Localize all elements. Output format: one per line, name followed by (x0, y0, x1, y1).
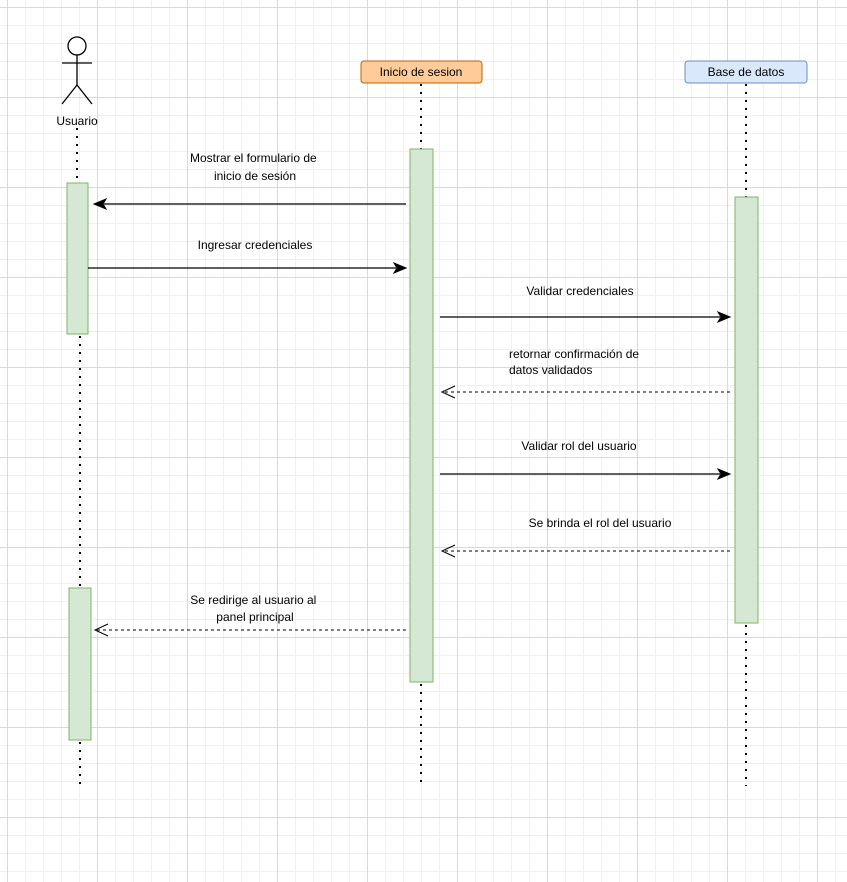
message-label: Mostrar el formulario de inicio de sesió… (190, 151, 320, 183)
message-label: retornar confirmación de datos validados (509, 347, 642, 377)
message-validar-rol[interactable]: Validar rol del usuario (440, 439, 732, 481)
message-label: Se brinda el rol del usuario (529, 516, 672, 530)
message-label: Validar rol del usuario (521, 439, 636, 453)
participant-box (360, 60, 483, 84)
actor-figure-icon (61, 36, 93, 105)
participant-label: Base de datos (708, 65, 785, 79)
message-ingresar-credenciales[interactable]: Ingresar credenciales (88, 238, 408, 275)
activation-bar-usuario-1[interactable] (66, 182, 89, 335)
message-se-brinda-rol[interactable]: Se brinda el rol del usuario (440, 516, 730, 558)
participant-inicio-de-sesion[interactable]: Inicio de sesion (360, 60, 483, 84)
message-label: Ingresar credenciales (198, 238, 313, 252)
message-validar-credenciales[interactable]: Validar credenciales (440, 284, 732, 324)
activation-bar-usuario-2[interactable] (68, 587, 92, 741)
lifeline-usuario (76, 128, 81, 786)
arrowhead-open-icon (440, 385, 456, 399)
message-label: Validar credenciales (526, 284, 633, 298)
participant-label: Inicio de sesion (380, 65, 463, 79)
message-mostrar-formulario[interactable]: Mostrar el formulario de inicio de sesió… (92, 151, 406, 211)
arrowhead-filled-icon (92, 197, 108, 211)
arrowhead-open-icon (440, 544, 456, 558)
participant-box (684, 60, 808, 84)
message-retornar-confirmacion[interactable]: retornar confirmación de datos validados (440, 347, 730, 399)
arrowhead-open-icon (93, 623, 109, 637)
arrowhead-filled-icon (716, 467, 732, 481)
participant-base-de-datos[interactable]: Base de datos (684, 60, 808, 84)
message-label: Se redirige al usuario al panel principa… (190, 593, 319, 624)
arrowhead-filled-icon (716, 310, 732, 324)
activation-bar-inicio-de-sesion[interactable] (409, 148, 434, 683)
actor-label: Usuario (56, 114, 98, 128)
activation-bar-base-de-datos[interactable] (734, 196, 759, 624)
message-se-redirige[interactable]: Se redirige al usuario al panel principa… (93, 593, 406, 637)
actor-usuario[interactable]: Usuario (56, 36, 98, 128)
arrowhead-filled-icon (392, 261, 408, 275)
